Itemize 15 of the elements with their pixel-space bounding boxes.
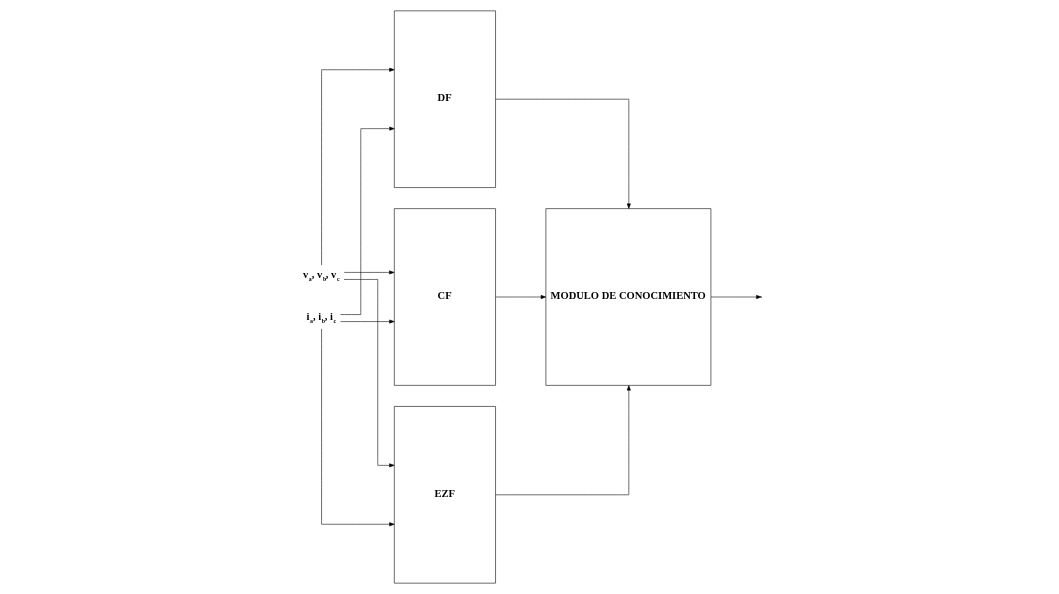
node-box: CF	[393, 208, 496, 386]
node-box: DF	[393, 10, 496, 188]
node-box: MODULO DE CONOCIMIENTO	[545, 208, 711, 386]
arrow	[343, 279, 394, 468]
arrow	[343, 270, 394, 275]
arrow	[339, 126, 395, 315]
arrow	[320, 67, 395, 266]
arrow	[495, 295, 546, 299]
arrow	[494, 98, 631, 209]
node-text: v$_{a}$, v$_{b}$, v$_{c}$	[302, 268, 340, 282]
node-text: i$_{a}$, i$_{b}$, i$_{c}$	[306, 311, 336, 325]
node-box: EZF	[393, 406, 496, 584]
arrow	[320, 328, 395, 527]
arrow	[494, 385, 631, 496]
arrow	[339, 319, 395, 324]
